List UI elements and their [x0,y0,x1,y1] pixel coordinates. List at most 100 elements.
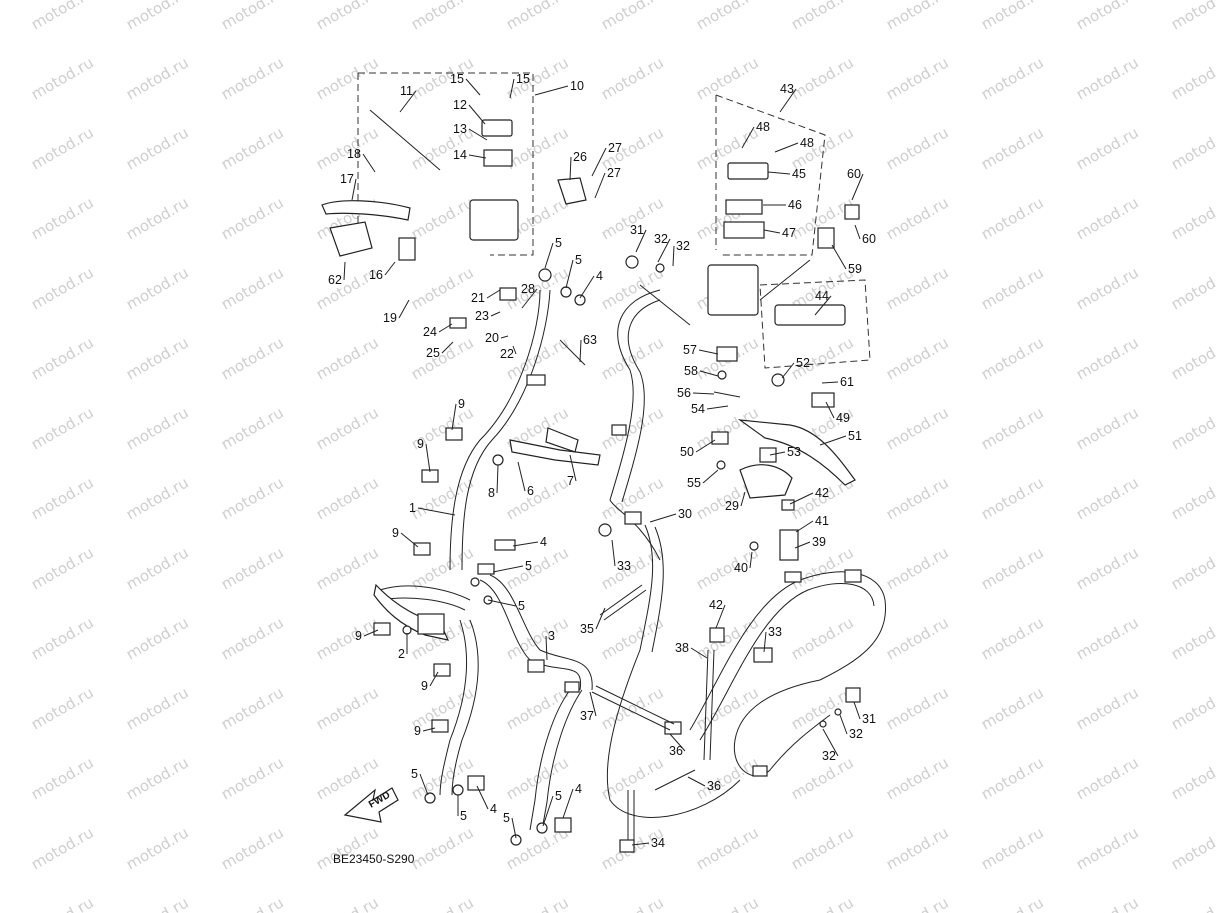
callout-label: 24 [423,325,437,339]
leader-line [706,405,729,410]
watermark-text: motod.ru [218,403,287,453]
callout-label: 45 [792,167,806,181]
callout-label: 34 [651,836,665,850]
watermark-text: motod.ru [28,123,97,173]
callout-51: 51 [819,429,862,446]
watermark-text: motod.ru [978,0,1047,33]
callout-label: 25 [426,346,440,360]
callout-label: 9 [458,397,465,411]
watermark-text: motod.ru [0,613,2,663]
leader-line [822,728,839,757]
watermark-text: motod.ru [978,403,1047,453]
callout-label: 36 [707,779,721,793]
watermark-text: motod.ru [313,893,382,913]
callout-60: 60 [854,224,876,246]
callout-label: 39 [812,535,826,549]
callout-label: 14 [453,148,467,162]
callout-35: 35 [580,607,606,636]
callout-24: 24 [423,323,453,339]
watermark-text: motod.ru [503,683,572,733]
callout-8: 8 [488,464,499,500]
callout-label: 42 [709,598,723,612]
leader-line [789,492,814,505]
callout-42: 42 [789,486,829,505]
watermark-text: motod.ru [978,893,1047,913]
callout-label: 27 [607,166,621,180]
watermark-text: motod.ru [408,53,477,103]
watermark-text: motod.ru [978,473,1047,523]
leader-line [825,401,835,419]
callout-39: 39 [794,535,826,549]
leader-line [384,261,396,276]
leader-line [429,671,439,687]
watermark-text: motod.ru [408,893,477,913]
callout-label: 5 [555,789,562,803]
watermark-text: motod.ru [1168,263,1217,313]
watermark-text: motod.ru [1168,683,1217,733]
watermark-text: motod.ru [1168,403,1217,453]
watermark-text: motod.ru [1168,193,1217,243]
watermark-text: motod.ru [28,753,97,803]
watermark-text: motod.ru [1168,0,1217,33]
callout-label: 11 [400,84,413,98]
callout-32: 32 [672,239,690,267]
watermark-text: motod.ru [123,193,192,243]
watermark-text: motod.ru [123,823,192,873]
leader-line [511,817,517,839]
callout-label: 44 [815,289,829,303]
callout-20: 20 [485,331,509,345]
callout-32: 32 [839,714,863,741]
watermark-text: motod.ru [1168,53,1217,103]
callout-label: 55 [687,476,701,490]
watermark-text: motod.ru [1073,753,1142,803]
watermark-text: motod.ru [313,0,382,33]
watermark-text: motod.ru [1073,683,1142,733]
watermark-text: motod.ru [28,53,97,103]
watermark-text: motod.ru [218,753,287,803]
watermark-text: motod.ru [218,263,287,313]
watermark-text: motod.ru [313,403,382,453]
callout-label: 16 [369,268,383,282]
watermark-text: motod.ru [788,123,857,173]
callout-55: 55 [687,469,719,490]
callout-label: 9 [392,526,399,540]
callout-label: 27 [608,141,622,155]
callout-label: 54 [691,402,705,416]
callout-label: 5 [525,559,532,573]
watermark-text: motod.ru [883,753,952,803]
watermark-text: motod.ru [218,683,287,733]
watermark-text: motod.ru [28,263,97,313]
watermark-text: motod.ru [1073,613,1142,663]
callout-9: 9 [392,526,419,548]
callout-38: 38 [675,641,708,659]
watermark-text: motod.ru [693,823,762,873]
callout-15: 15 [509,72,530,99]
watermark-text: motod.ru [28,333,97,383]
leader-line [545,635,548,661]
watermark-text: motod.ru [503,123,572,173]
callout-14: 14 [453,148,487,162]
callout-label: 29 [725,499,739,513]
callout-label: 4 [540,535,547,549]
leader-line [769,451,786,456]
callout-label: 22 [500,347,514,361]
watermark-text: motod.ru [28,193,97,243]
assembly-box-44 [759,279,871,369]
callout-label: 28 [521,282,535,296]
leader-line [468,104,486,125]
callout-label: 61 [840,375,854,389]
callout-26: 26 [569,150,587,181]
callout-37: 37 [580,691,597,723]
watermark-text: motod.ru [218,613,287,663]
callout-5: 5 [487,599,525,613]
leader-line [779,88,797,113]
watermark-text: motod.ru [1073,193,1142,243]
callout-56: 56 [677,386,715,400]
watermark-text: motod.ru [978,823,1047,873]
leader-line [517,461,526,492]
callout-label: 4 [596,269,603,283]
callout-label: 5 [411,767,418,781]
callout-40: 40 [734,551,753,575]
leader-line [476,785,489,810]
